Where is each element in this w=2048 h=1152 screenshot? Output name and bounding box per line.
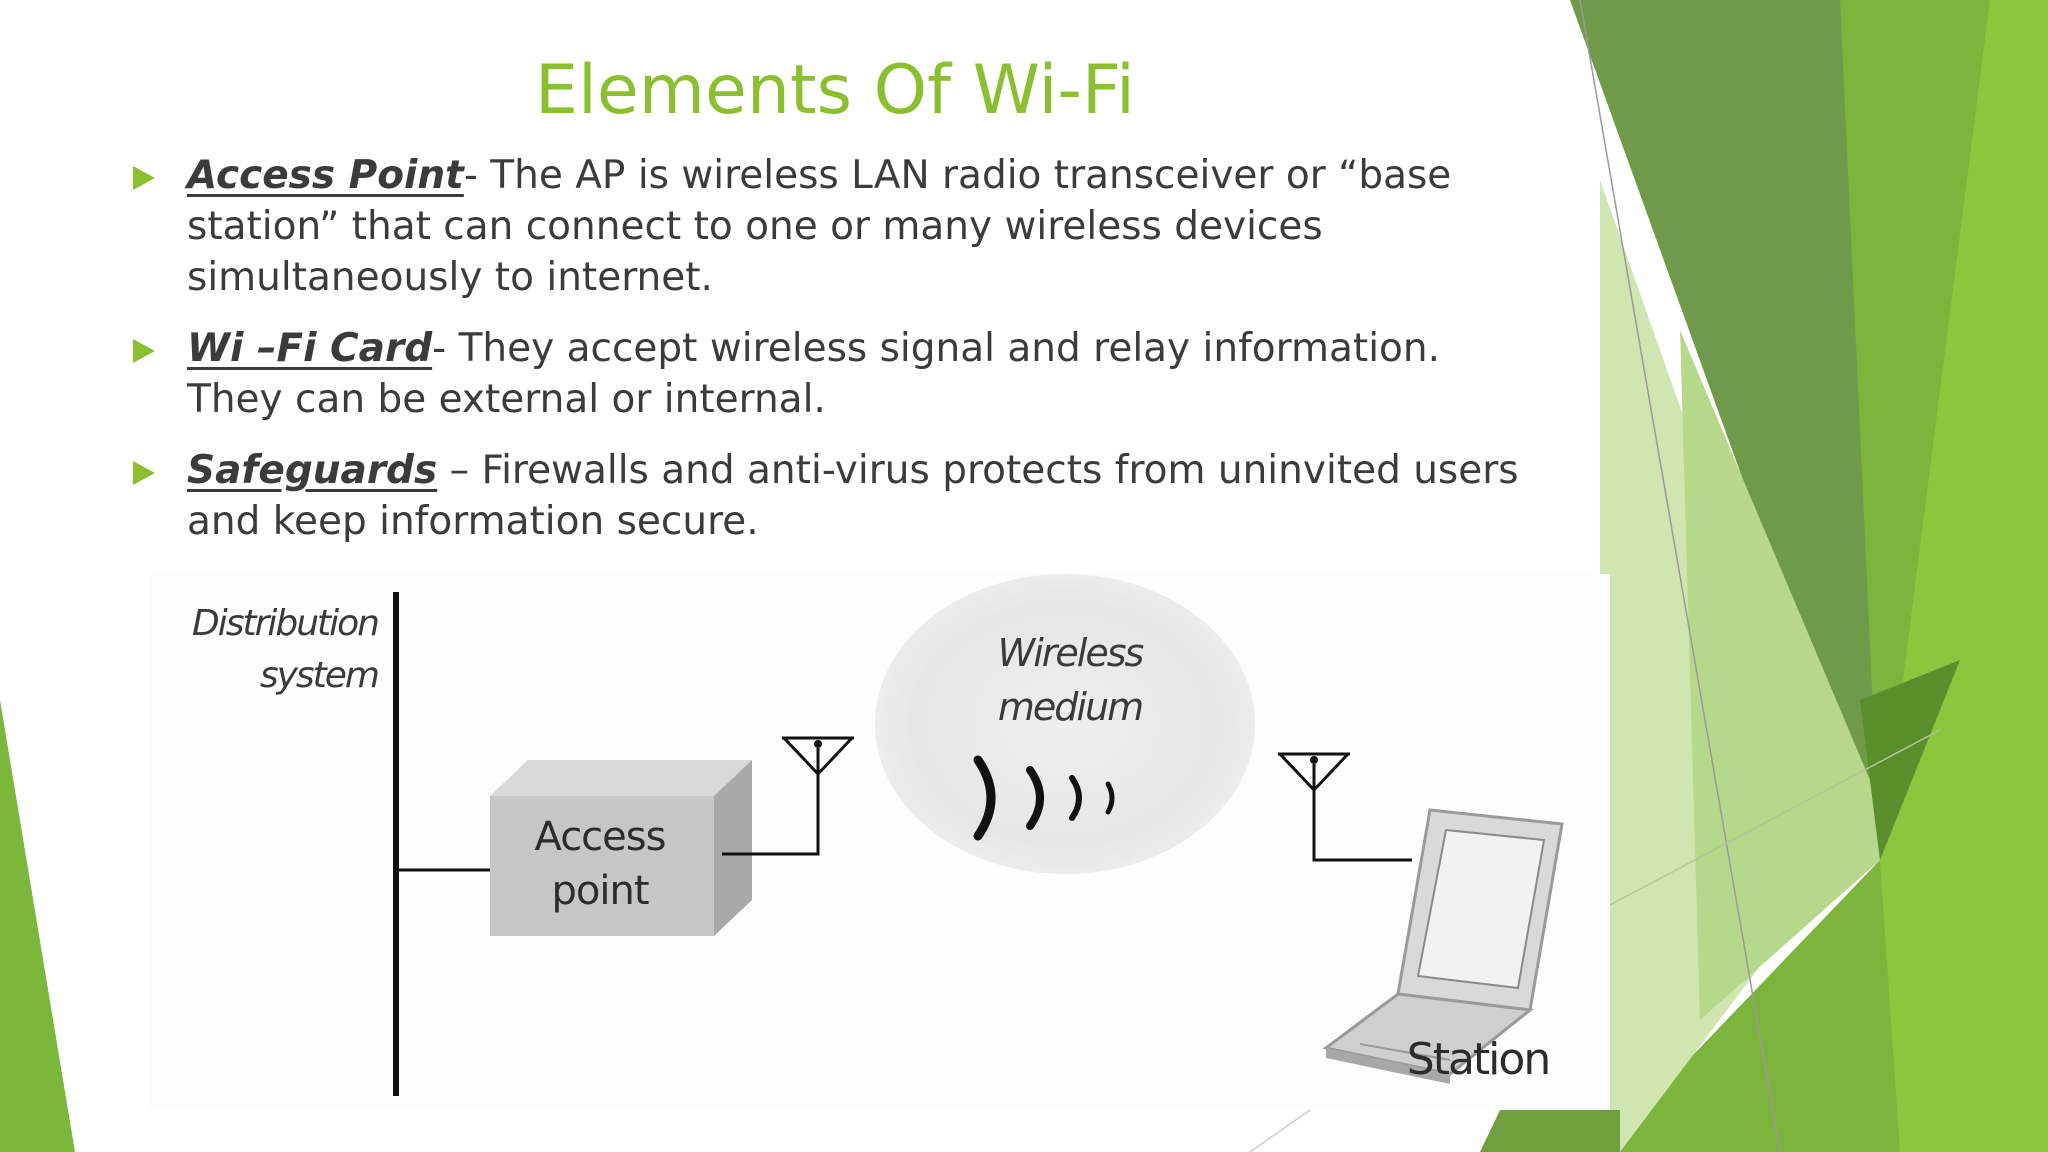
bullet-term: Access Point [187,153,464,198]
wireless-medium-label: Wireless medium [997,631,1145,729]
diagram-graphics [393,574,1564,1096]
bullet-safeguards: Safeguards – Firewalls and anti-virus pr… [130,445,1530,547]
wireless-medium-cloud [875,574,1255,874]
antenna-icon [782,736,854,776]
access-point-box [490,760,752,936]
wifi-diagram: Distribution system Access point Wireles… [150,574,1610,1110]
right-panel-lighter [1680,330,1880,1020]
station-antenna-cable [1312,790,1412,862]
bullet-term: Safeguards [187,448,438,493]
access-point-label: Access point [534,814,667,914]
right-panel-bright [1880,0,2048,1152]
bullet-list: Access Point- The AP is wireless LAN rad… [130,150,1530,567]
left-green-wedge [0,700,75,1152]
bottom-green-corner [1480,1110,1620,1152]
bullet-arrow-icon [133,461,155,485]
ap-antenna-cable [722,774,820,856]
distribution-system-label: Distribution system [191,603,380,696]
right-panel-accent [1860,660,1960,860]
radio-wave-icon [973,755,1115,841]
station-label: Station [1406,1034,1551,1085]
bullet-term: Wi –Fi Card [187,326,433,371]
bullet-text: - They accept wireless signal and relay … [187,326,1441,422]
bullet-wifi-card: Wi –Fi Card- They accept wireless signal… [130,323,1530,425]
bullet-arrow-icon [133,339,155,363]
bullet-access-point: Access Point- The AP is wireless LAN rad… [130,150,1530,303]
antenna-icon [1278,752,1350,792]
thin-diagonal-line [1579,0,1781,1152]
thin-diagonal-line-2 [1609,729,1941,906]
bullet-text: – Firewalls and anti-virus protects from… [187,448,1519,544]
thin-diagonal-line-3 [1249,1109,1311,1152]
bullet-text: - The AP is wireless LAN radio transceiv… [187,153,1452,300]
laptop-icon [1322,808,1564,1084]
bullet-arrow-icon [133,166,155,190]
slide-title: Elements Of Wi-Fi [535,51,1135,130]
